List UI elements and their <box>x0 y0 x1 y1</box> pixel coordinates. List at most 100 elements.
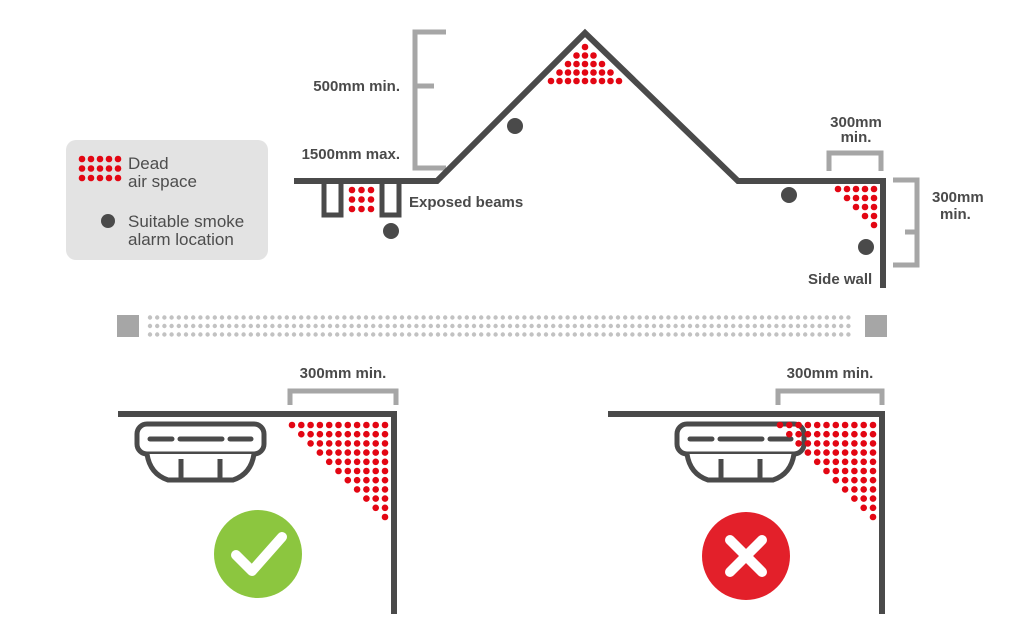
divider-dot <box>695 323 700 329</box>
divider-dot <box>846 332 851 337</box>
dead-air-dot <box>335 421 342 429</box>
dead-air-dot <box>869 467 877 475</box>
divider-dot <box>241 315 246 320</box>
dead-air-dot <box>363 467 370 475</box>
ceiling-profile <box>294 28 886 288</box>
divider-dot <box>673 315 678 320</box>
divider-dot <box>471 323 477 329</box>
divider-dot <box>234 332 239 337</box>
dead-air-between-beams <box>348 186 375 213</box>
divider-dot <box>551 323 556 329</box>
divider-dot <box>687 323 693 329</box>
dead-air-dot <box>590 69 597 76</box>
divider-dot <box>608 315 613 320</box>
divider-dot <box>594 332 599 337</box>
divider-dot <box>637 332 642 337</box>
divider-dot <box>623 315 628 320</box>
divider-dot <box>176 323 181 329</box>
dead-air-dot <box>298 421 305 429</box>
divider-dot <box>363 315 369 320</box>
divider-dot <box>716 323 721 329</box>
divider-dot <box>831 323 837 329</box>
legend-smoke-line1: Suitable smoke <box>128 212 244 231</box>
divider-dot <box>241 332 246 337</box>
dead-air-dot <box>573 77 580 85</box>
dead-air-dot <box>841 421 849 429</box>
divider-dot <box>522 315 527 320</box>
divider-dot <box>342 323 347 329</box>
divider-dot <box>219 323 225 329</box>
dead-air-dot <box>372 476 380 484</box>
divider-dot <box>831 315 837 320</box>
dead-air-dot <box>843 185 851 193</box>
divider-dot <box>277 323 282 329</box>
dead-air-dot <box>344 421 352 429</box>
section-divider <box>117 315 887 337</box>
divider-dot <box>277 332 282 337</box>
divider-dot <box>795 315 801 320</box>
cross-icon <box>702 512 790 600</box>
divider-dot <box>731 315 736 320</box>
dead-air-dot <box>372 467 380 475</box>
divider-dot <box>774 332 779 337</box>
dead-air-dot <box>372 449 380 456</box>
dead-air-dot <box>367 205 375 213</box>
divider-dot <box>183 315 189 320</box>
dead-air-dot <box>852 194 860 202</box>
divider-dot <box>630 315 635 320</box>
dead-air-dot <box>870 194 878 202</box>
divider-dot <box>313 315 318 320</box>
divider-dot <box>234 315 239 320</box>
divider-dot <box>594 323 599 329</box>
dead-air-dot <box>381 449 389 456</box>
dead-air-dot <box>381 440 389 447</box>
divider-dot <box>615 323 621 329</box>
divider-dot <box>723 332 729 337</box>
divider-dot <box>623 323 628 329</box>
dead-air-dot <box>348 205 356 213</box>
divider-dot <box>399 332 405 337</box>
divider-dot <box>615 315 621 320</box>
divider-dot <box>565 332 570 337</box>
dead-air-dot <box>860 449 867 456</box>
dead-air-dot <box>852 203 860 211</box>
dead-air-dot <box>353 467 361 475</box>
dead-air-dot <box>363 430 370 438</box>
divider-dot <box>493 315 498 320</box>
dead-air-dot <box>860 486 867 493</box>
divider-dot <box>803 315 808 320</box>
dead-air-dot <box>832 421 840 429</box>
dead-air-dot <box>381 421 389 429</box>
divider-dot <box>493 323 498 329</box>
divider-dot <box>630 323 635 329</box>
left-ceiling-wall <box>118 411 397 614</box>
divider-dot <box>450 332 455 337</box>
divider-dot <box>371 323 376 329</box>
divider-dot <box>565 323 570 329</box>
divider-dot <box>551 332 556 337</box>
divider-dot <box>572 332 577 337</box>
divider-dot <box>601 315 606 320</box>
dead-air-dot <box>804 421 812 429</box>
dead-air-dot <box>869 421 877 429</box>
divider-dot <box>263 332 268 337</box>
divider-dot <box>342 315 347 320</box>
divider-dot <box>414 332 419 337</box>
dead-air-dot <box>860 504 867 512</box>
divider-dot <box>659 323 664 329</box>
dead-air-dot <box>832 449 840 456</box>
divider-dot <box>558 323 563 329</box>
divider-dot <box>356 323 361 329</box>
divider-dot <box>198 323 203 329</box>
dead-air-dot <box>372 421 380 429</box>
divider-dot <box>385 315 390 320</box>
divider-dot <box>147 315 153 320</box>
dead-air-dot <box>316 449 324 456</box>
dead-air-dot <box>813 430 821 438</box>
dead-air-dot <box>786 430 793 438</box>
dead-air-dot <box>598 60 606 68</box>
right-ceiling-wall <box>608 411 885 614</box>
divider-dot <box>299 323 304 329</box>
label-300mm-top-line2: min. <box>841 129 872 146</box>
dead-air-dot <box>114 165 122 172</box>
